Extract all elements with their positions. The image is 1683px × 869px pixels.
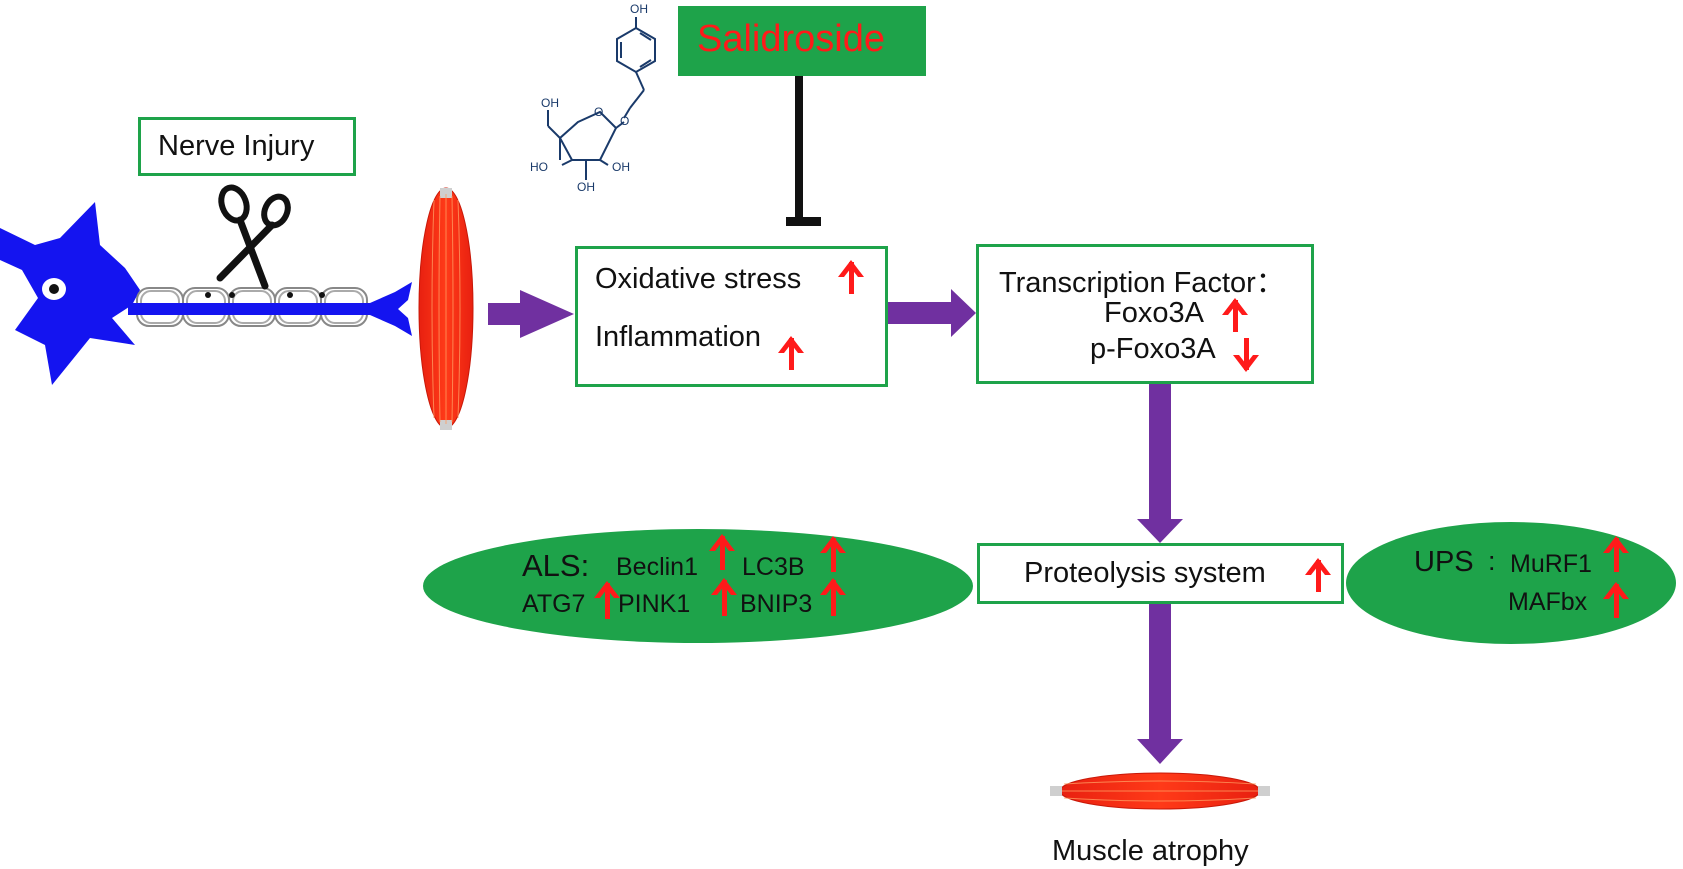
murf1-label: MuRF1 xyxy=(1510,550,1592,578)
effects-box: Oxidative stress Inflammation xyxy=(575,246,888,387)
inflammation-up-arrow-icon xyxy=(778,336,804,370)
atg7-label: ATG7 xyxy=(522,590,586,618)
proteolysis-box: Proteolysis system xyxy=(977,543,1344,604)
atg7-up-arrow-icon xyxy=(594,581,620,619)
bnip3-label: BNIP3 xyxy=(740,590,813,618)
oxidative-stress-label: Oxidative stress xyxy=(595,263,802,295)
molecule-oh-ch2: OH xyxy=(541,96,559,110)
oxidative-up-arrow-icon xyxy=(838,260,864,294)
salidroside-box: Salidroside xyxy=(678,6,926,76)
ups-label: UPS xyxy=(1414,546,1474,578)
bnip3-up-arrow-icon xyxy=(820,578,846,616)
arrow-effects-to-transcription xyxy=(888,289,976,337)
arrow-transcription-to-proteolysis xyxy=(1137,384,1183,543)
nerve-injury-label: Nerve Injury xyxy=(158,130,315,162)
foxo3a-up-arrow-icon xyxy=(1222,298,1248,332)
inhibition-bar-icon xyxy=(786,74,821,226)
pink1-label: PINK1 xyxy=(618,590,691,618)
beclin1-label: Beclin1 xyxy=(616,553,698,581)
lc3b-up-arrow-icon xyxy=(820,536,846,572)
p-foxo3a-label: p-Foxo3A xyxy=(1090,333,1216,365)
molecule-ring-o: O xyxy=(594,105,604,119)
mafbx-label: MAFbx xyxy=(1508,588,1588,616)
transcription-factor-box: Transcription Factor： Foxo3A p-Foxo3A xyxy=(976,244,1314,384)
atrophied-muscle-icon xyxy=(1050,772,1270,810)
ups-ellipse xyxy=(1346,522,1676,644)
beclin1-up-arrow-icon xyxy=(709,534,735,570)
transcription-factor-title: Transcription Factor： xyxy=(999,267,1285,299)
molecule-ho-left: HO xyxy=(530,160,548,174)
pink1-up-arrow-icon xyxy=(711,578,737,616)
neuron-icon xyxy=(0,202,140,385)
lc3b-label: LC3B xyxy=(742,553,805,581)
proteolysis-label: Proteolysis system xyxy=(1024,557,1266,589)
molecule-oh-top: OH xyxy=(630,2,648,16)
murf1-up-arrow-icon xyxy=(1603,536,1629,572)
molecule-link-o: O xyxy=(620,114,630,128)
salidroside-label: Salidroside xyxy=(697,18,885,60)
muscle-atrophy-label: Muscle atrophy xyxy=(1052,835,1249,867)
salidroside-structure-icon xyxy=(547,17,656,180)
inflammation-label: Inflammation xyxy=(595,321,762,353)
foxo3a-label: Foxo3A xyxy=(1104,297,1204,329)
als-ellipse xyxy=(423,529,973,643)
muscle-icon xyxy=(418,187,474,430)
axon-icon xyxy=(128,282,412,336)
mafbx-up-arrow-icon xyxy=(1603,582,1629,618)
nerve-injury-box: Nerve Injury xyxy=(138,117,356,176)
molecule-oh-right: OH xyxy=(612,160,630,174)
ups-separator: : xyxy=(1488,546,1496,576)
molecule-oh-bottom: OH xyxy=(577,180,595,194)
arrow-neuron-to-effects xyxy=(488,290,574,338)
proteolysis-up-arrow-icon xyxy=(1305,558,1331,592)
arrow-proteolysis-to-atrophy xyxy=(1137,604,1183,764)
scissors-icon xyxy=(216,184,291,290)
als-label: ALS: xyxy=(522,548,590,583)
p-foxo3a-down-arrow-icon xyxy=(1233,338,1259,372)
